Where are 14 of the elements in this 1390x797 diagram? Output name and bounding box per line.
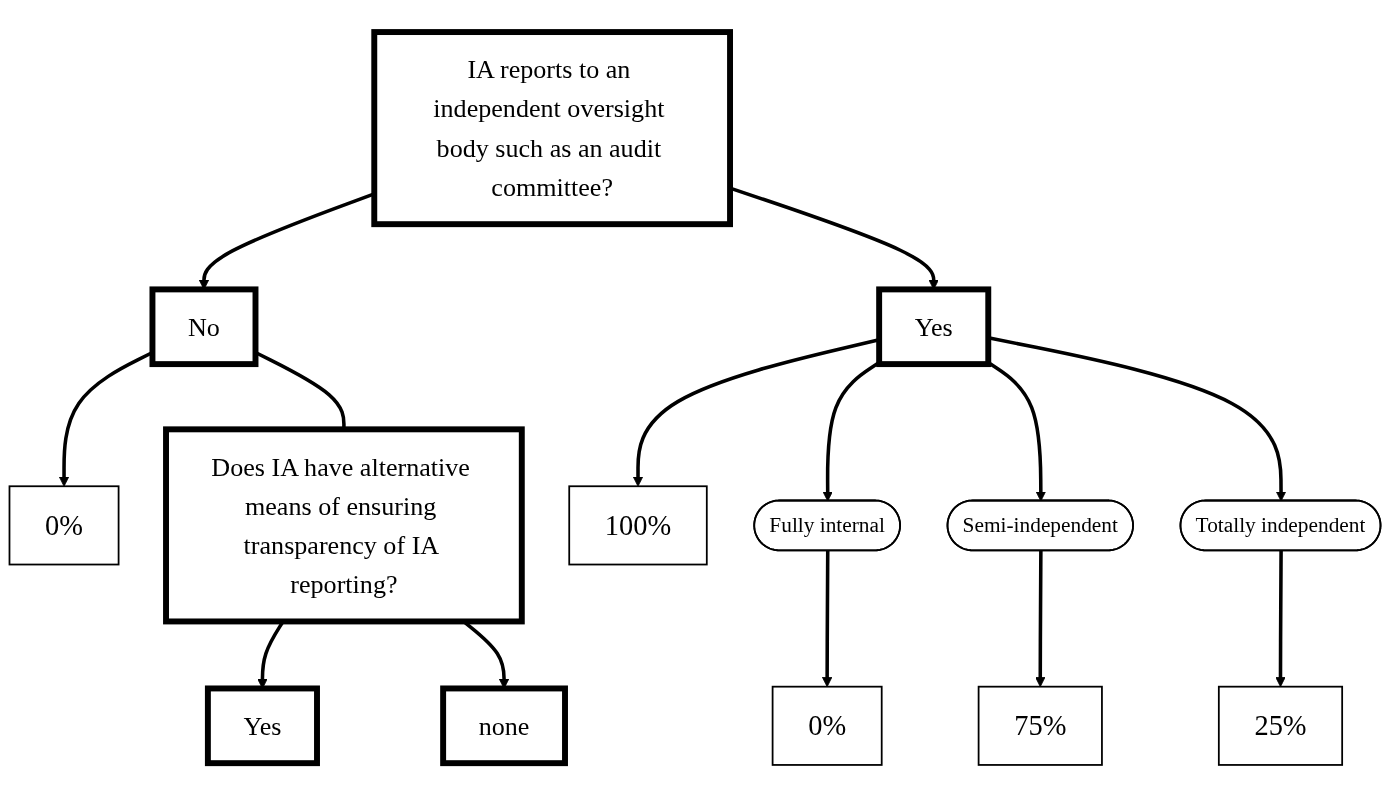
node-box: No — [149, 286, 259, 368]
node-box: IA reports to an independent oversight body such as an audit committee? — [371, 29, 733, 228]
node-box: none — [440, 685, 568, 767]
arrow — [1035, 550, 1046, 688]
node-box: Yes — [876, 286, 992, 368]
node-box: 0% — [771, 685, 883, 766]
arrow — [1275, 550, 1286, 688]
node-box: 0% — [8, 485, 120, 566]
node-box: 25% — [1217, 685, 1344, 766]
node-box: 100% — [568, 485, 708, 566]
node-box: 75% — [977, 685, 1103, 766]
node-box: Yes — [204, 685, 320, 767]
node-box: Does IA have alternative means of ensuring transparency of IA reporting? — [163, 426, 525, 625]
arrow — [821, 550, 833, 688]
